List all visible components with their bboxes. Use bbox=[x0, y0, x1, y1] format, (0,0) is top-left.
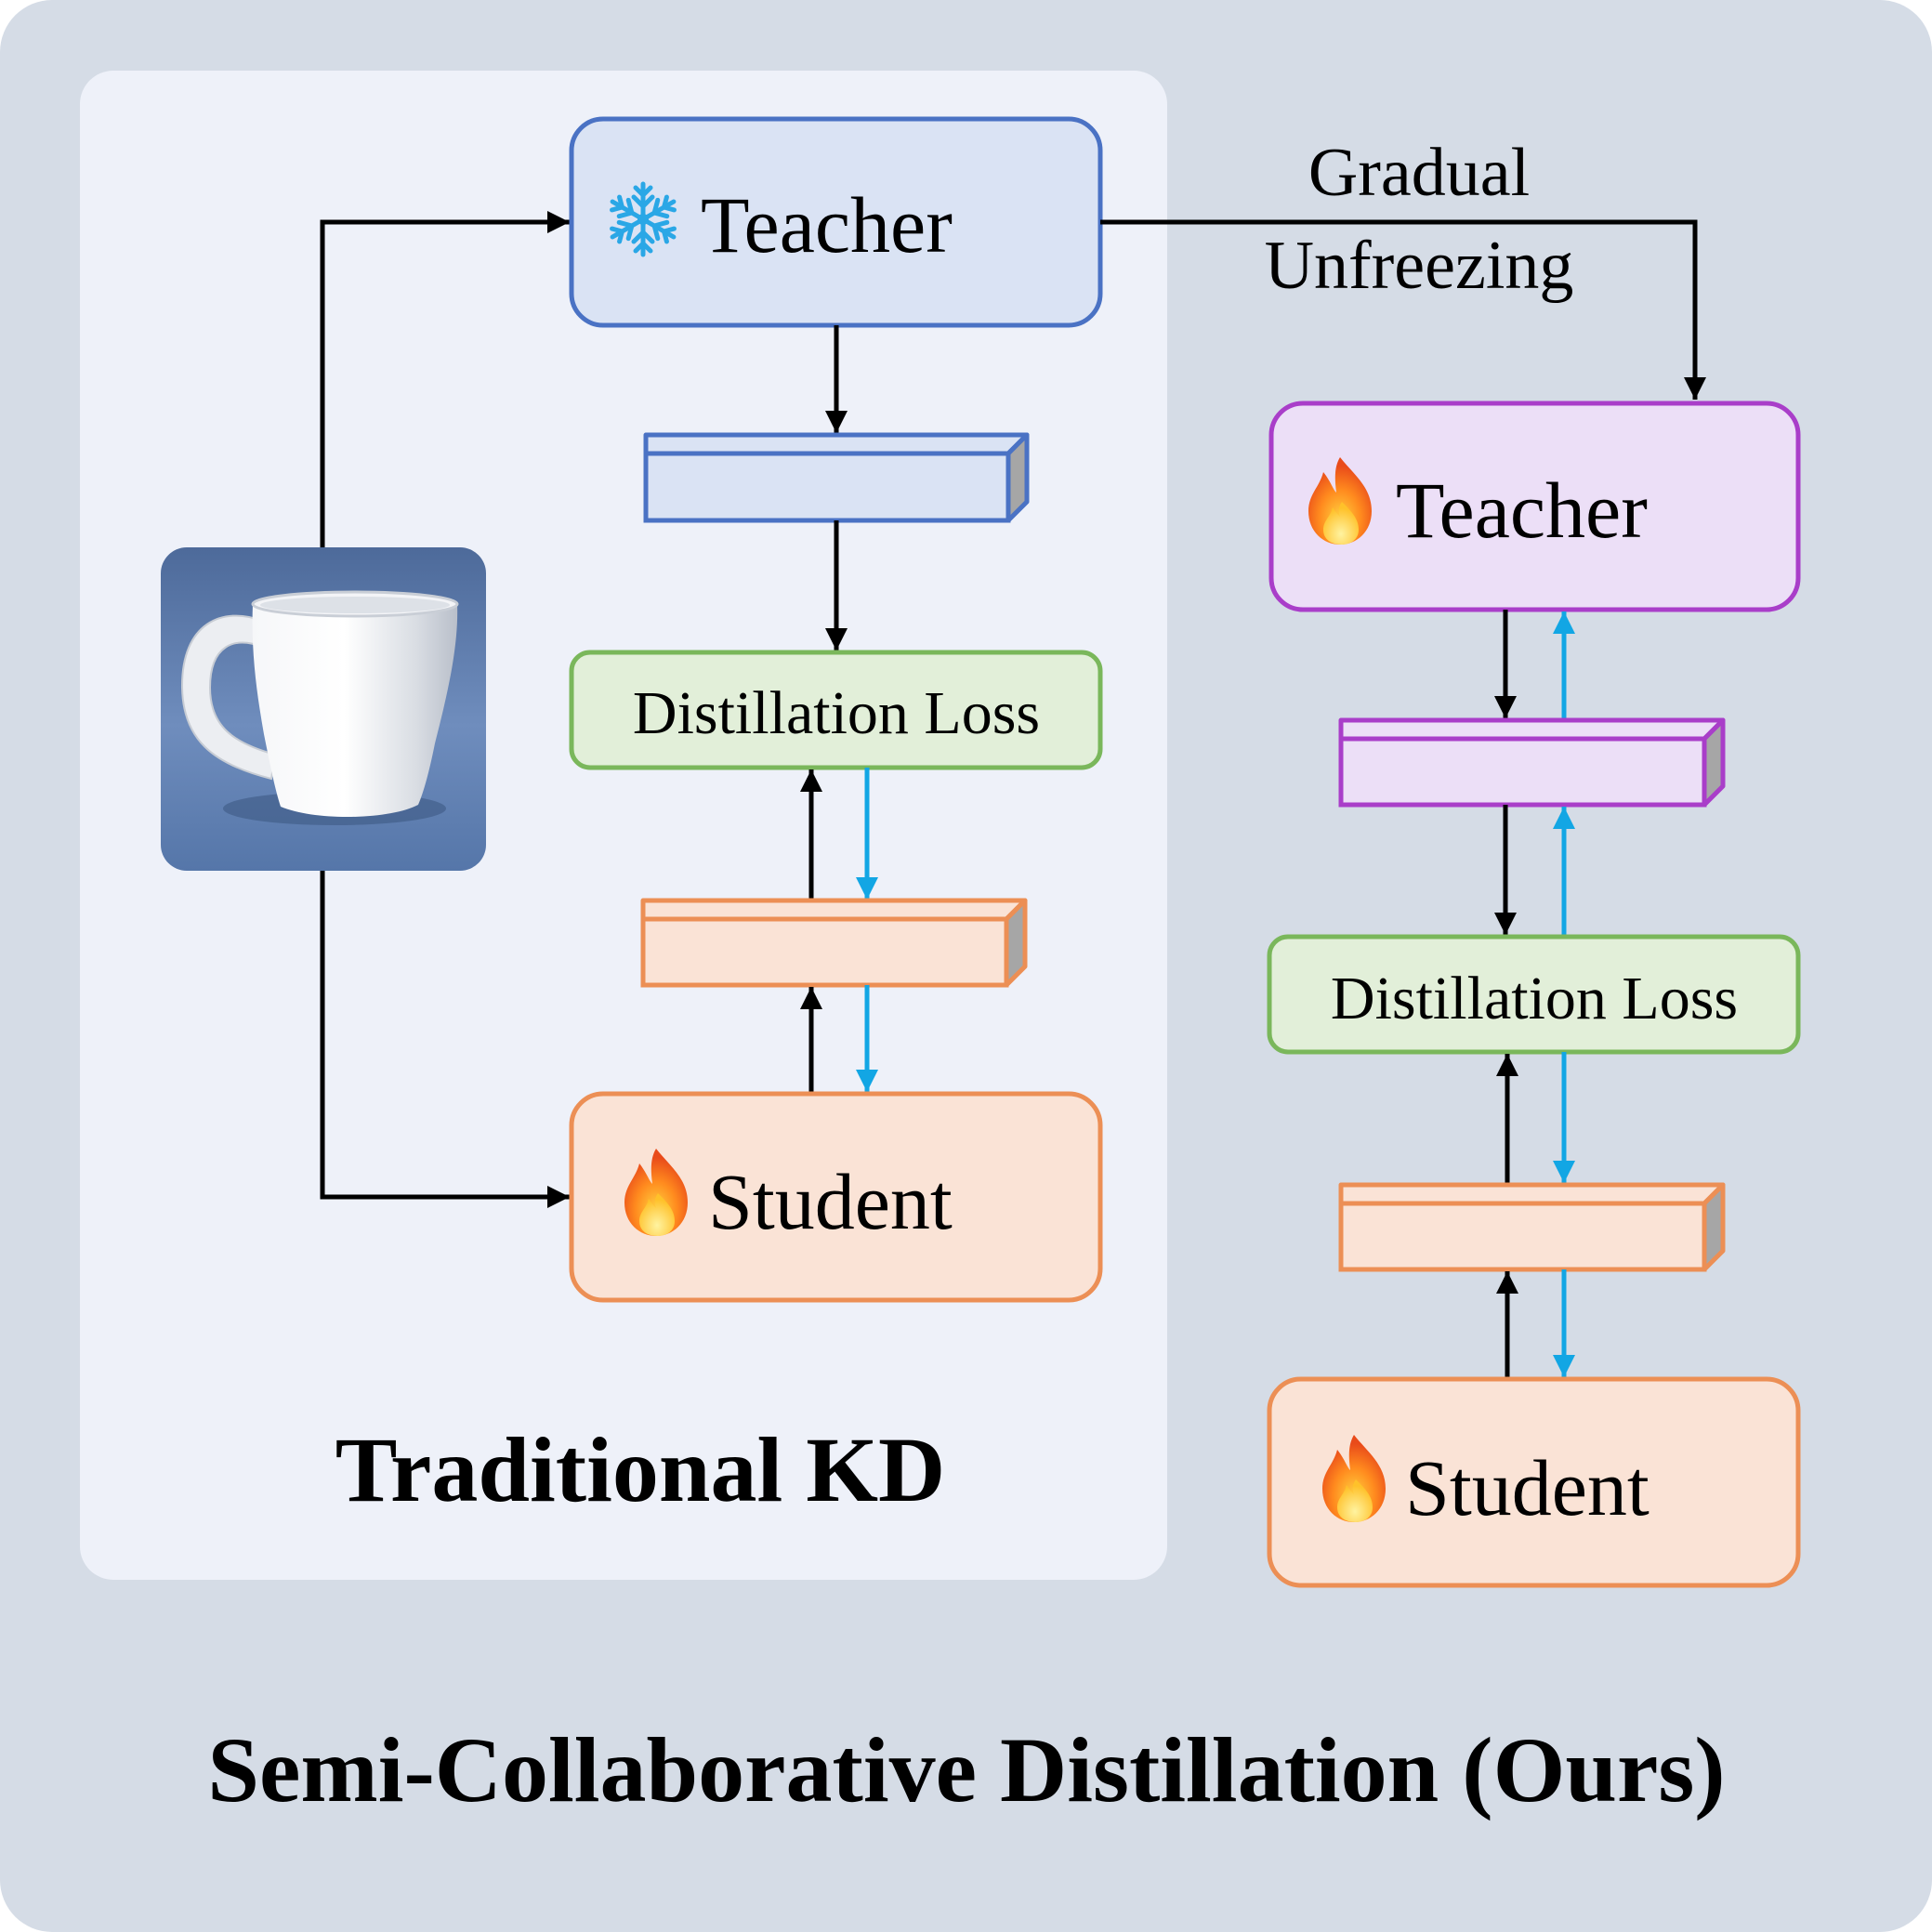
traditional-student-label: Student bbox=[708, 1157, 953, 1246]
ours-loss-label: Distillation Loss bbox=[1331, 965, 1738, 1032]
traditional-teacher-box: Teacher bbox=[569, 116, 1103, 328]
footer-title: Semi-Collaborative Distillation (Ours) bbox=[207, 1718, 1725, 1821]
ours-teacher-label: Teacher bbox=[1396, 466, 1648, 555]
ours-student-box: Student bbox=[1267, 1376, 1801, 1588]
ours-student-label: Student bbox=[1405, 1443, 1649, 1532]
ours-loss-box: Distillation Loss bbox=[1267, 934, 1801, 1055]
ours-teacher-box: Teacher bbox=[1268, 401, 1801, 612]
traditional-student-box: Student bbox=[569, 1091, 1103, 1303]
gradual-label: Gradual bbox=[1308, 135, 1530, 211]
ours-teacher-feature-block bbox=[1338, 717, 1726, 808]
unfreezing-label: Unfreezing bbox=[1265, 228, 1574, 304]
input-image bbox=[161, 547, 486, 871]
traditional-loss-label: Distillation Loss bbox=[633, 679, 1040, 747]
ours-student-feature-block bbox=[1338, 1182, 1726, 1272]
gradual-unfreezing-arrow bbox=[1100, 219, 1706, 400]
traditional-teacher-label: Teacher bbox=[701, 180, 953, 269]
traditional-teacher-feature-block bbox=[643, 432, 1030, 523]
traditional-loss-box: Distillation Loss bbox=[569, 650, 1103, 770]
traditional-kd-title: Traditional KD bbox=[335, 1418, 946, 1521]
traditional-student-feature-block bbox=[640, 898, 1028, 988]
input-connectors bbox=[320, 211, 570, 1208]
